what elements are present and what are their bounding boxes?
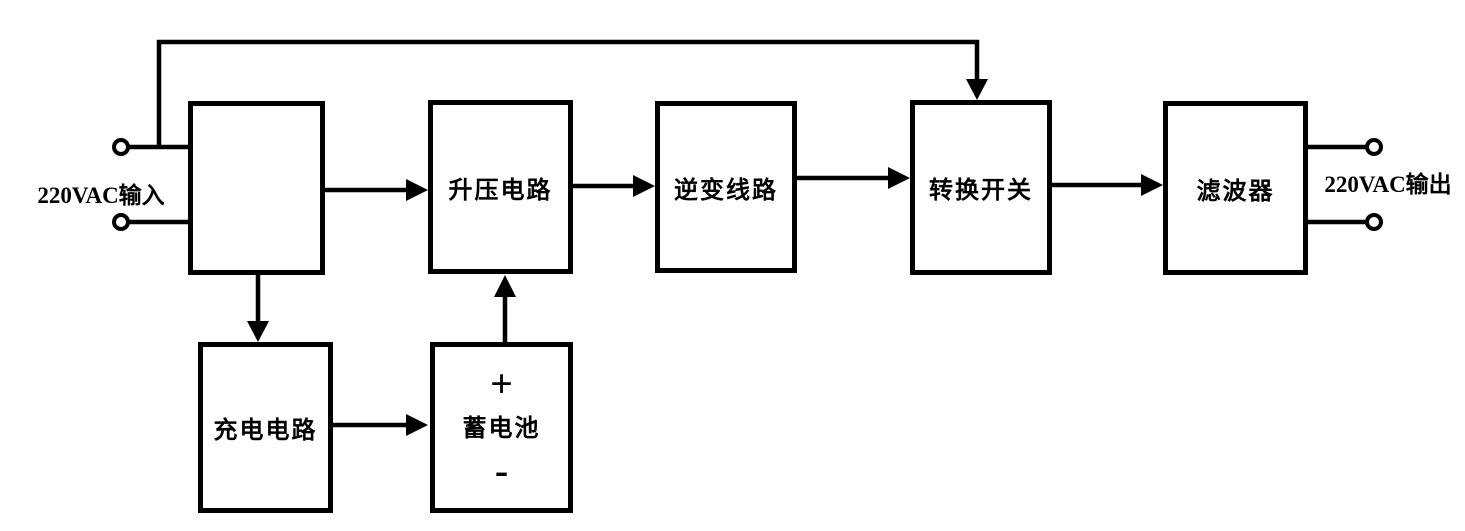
arrow-right-icon	[1141, 174, 1163, 196]
block-charger-label: 充电电路	[213, 418, 318, 444]
arrow-boost-to-inverter	[573, 175, 655, 197]
arrow-transfer-to-filter	[1052, 174, 1163, 196]
arrow-up-icon	[494, 275, 516, 297]
block-transfer-switch-label: 转换开关	[929, 178, 1033, 204]
arrow-right-icon	[406, 179, 428, 201]
arrow-inverter-to-transfer	[797, 167, 910, 189]
block-filter: 滤波器	[1163, 101, 1308, 275]
arrow-right-icon	[406, 414, 428, 436]
input-terminal-top-icon	[112, 138, 130, 156]
battery-minus-sign: -	[494, 448, 509, 493]
arrow-rectifier-to-boost	[325, 179, 428, 201]
block-inverter-label: 逆变线路	[674, 177, 778, 204]
output-terminal-bottom-icon	[1365, 213, 1383, 231]
block-battery-label: 蓄电池	[462, 416, 541, 442]
block-boost: 升压电路	[428, 100, 573, 274]
block-inverter: 逆变线路	[655, 101, 797, 273]
output-label: 220VAC输出	[1324, 172, 1452, 197]
block-filter-label: 滤波器	[1196, 178, 1275, 205]
arrow-battery-to-boost	[494, 275, 516, 342]
arrow-right-icon	[633, 175, 655, 197]
arrow-right-icon	[888, 167, 910, 189]
output-terminals	[1308, 138, 1383, 231]
bypass-line-arrow	[156, 39, 988, 147]
block-boost-label: 升压电路	[448, 177, 553, 204]
block-charger: 充电电路	[198, 342, 333, 513]
arrow-rectifier-to-charger	[247, 275, 269, 342]
block-transfer-switch: 转换开关	[910, 100, 1052, 275]
block-rectifier	[188, 101, 325, 275]
input-terminal-bottom-icon	[112, 213, 130, 231]
battery-plus-sign: +	[490, 361, 513, 406]
arrow-down-icon	[966, 79, 988, 100]
input-label: 220VAC输入	[37, 183, 165, 208]
arrow-charger-to-battery	[333, 414, 428, 436]
block-battery: + 蓄电池 -	[430, 342, 573, 513]
output-terminal-top-icon	[1365, 138, 1383, 156]
arrow-down-icon	[247, 321, 269, 342]
